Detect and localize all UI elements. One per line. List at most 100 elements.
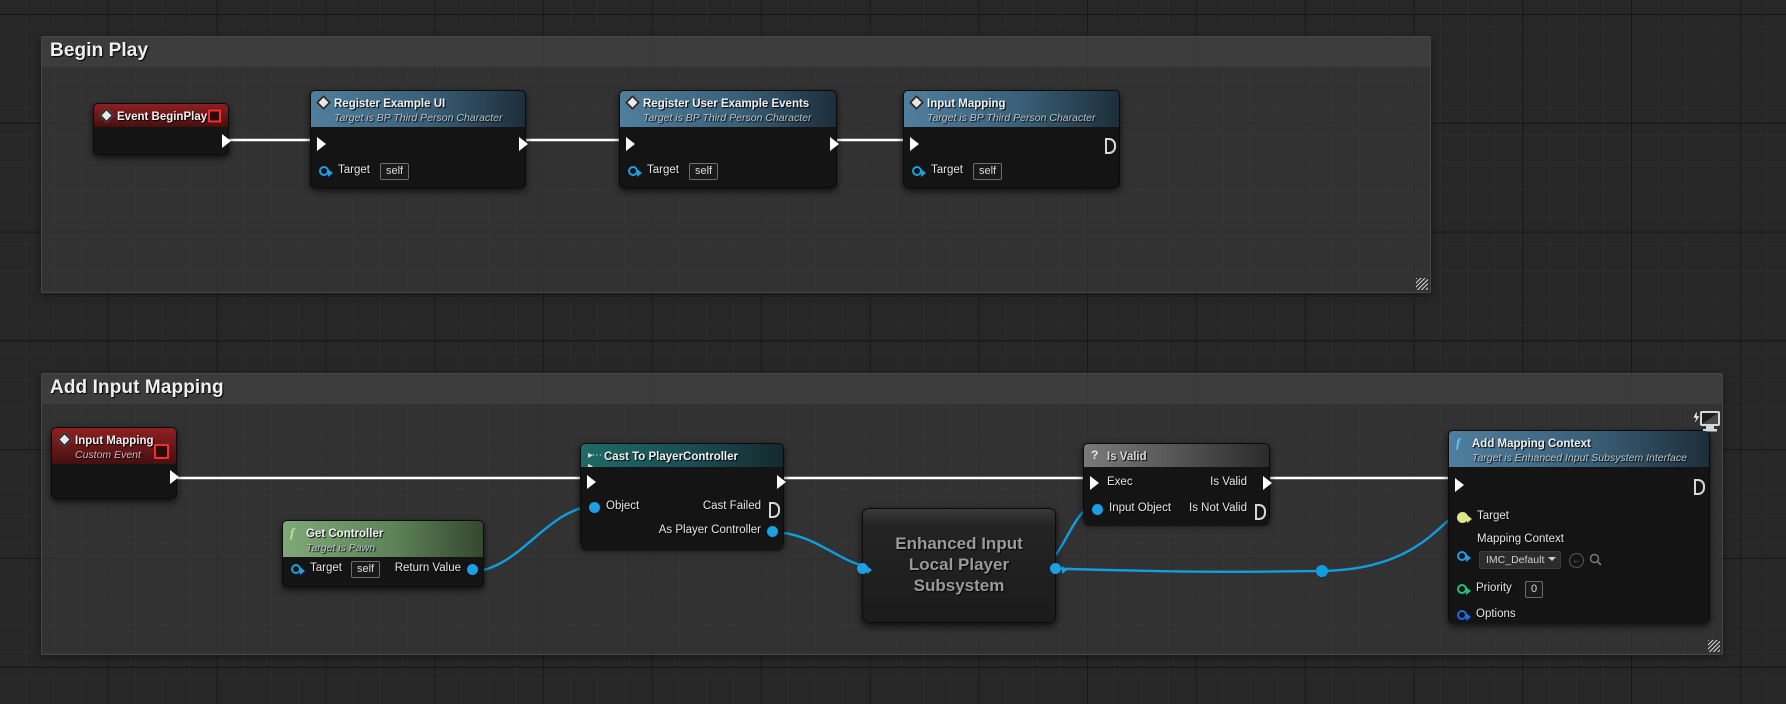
target-value-field[interactable]: self [973, 163, 1003, 180]
cast-failed-output-pin[interactable] [769, 502, 780, 518]
node-is-valid[interactable]: ?Is Valid Exec Is Valid Input Object Is … [1083, 443, 1273, 526]
node-header[interactable]: ?Is Valid [1084, 444, 1269, 467]
target-value-field[interactable]: self [351, 561, 381, 578]
pin-label-mapping-context: Mapping Context [1477, 533, 1564, 545]
breakpoint-stop-icon[interactable] [208, 109, 221, 122]
target-value-field[interactable]: self [689, 163, 719, 180]
comment-box-begin-play[interactable]: Begin Play [41, 36, 1431, 293]
node-enhanced-input-local-player-subsystem[interactable]: Enhanced Input Local Player Subsystem [857, 508, 1067, 623]
exec-output-pin[interactable] [222, 134, 232, 148]
return-value-output-pin[interactable] [467, 564, 478, 575]
node-body [52, 464, 179, 492]
mapping-context-value: IMC_Default [1486, 554, 1545, 566]
question-mark-icon: ? [1091, 448, 1099, 462]
node-subtitle: Target is BP Third Person Character [334, 112, 503, 124]
node-input-mapping-call[interactable]: Input Mapping Target is BP Third Person … [903, 90, 1120, 188]
node-body: Target Mapping Context IMC_Default ← [1449, 467, 1709, 623]
exec-input-pin[interactable] [1090, 476, 1100, 490]
node-body: Target self Return Value [283, 557, 483, 583]
node-header[interactable]: Event BeginPlay [94, 104, 228, 127]
comment-resize-grip[interactable] [1416, 278, 1428, 290]
pin-label-is-valid: Is Valid [1210, 476, 1247, 488]
node-register-example-ui[interactable]: Register Example UI Target is BP Third P… [310, 90, 528, 188]
node-header[interactable]: ▸⋯▸Cast To PlayerController [581, 444, 783, 472]
browse-back-button[interactable]: ← [1569, 553, 1584, 568]
event-diamond-icon [624, 94, 641, 111]
node-input-mapping-custom-event[interactable]: Input Mapping Custom Event [51, 427, 179, 499]
comment-titlebar[interactable] [42, 37, 1430, 67]
pin-label-object: Object [606, 500, 640, 512]
node-header[interactable]: Register User Example Events Target is B… [620, 91, 836, 127]
mapping-context-select[interactable]: IMC_Default [1479, 551, 1561, 569]
event-diamond-icon [56, 431, 73, 448]
cast-arrow-icon: ▸⋯▸ [588, 450, 602, 472]
exec-input-pin[interactable] [626, 137, 636, 151]
node-header[interactable]: Input Mapping Target is BP Third Person … [904, 91, 1119, 127]
subsystem-input-pin[interactable] [857, 563, 868, 574]
node-cast-to-player-controller[interactable]: ▸⋯▸Cast To PlayerController Object Cast … [580, 443, 787, 551]
event-diamond-icon [908, 94, 925, 111]
node-body: Target self [311, 127, 528, 186]
as-player-controller-output-pin[interactable] [767, 526, 778, 537]
function-f-icon: f [1456, 435, 1461, 450]
node-title: Enhanced Input Local Player Subsystem [895, 534, 1023, 595]
comment-titlebar[interactable] [42, 374, 1722, 404]
node-title: Get Controller [306, 528, 384, 540]
node-header[interactable]: Register Example UI Target is BP Third P… [311, 91, 525, 127]
node-subtitle: Target is BP Third Person Character [927, 112, 1096, 124]
target-input-pin[interactable] [1457, 512, 1468, 523]
chevron-down-icon [1548, 557, 1556, 561]
node-header[interactable]: Input Mapping Custom Event [52, 428, 176, 464]
node-subtitle: Target is Pawn [306, 542, 376, 554]
exec-output-pin[interactable] [777, 475, 787, 489]
comment-title: Add Input Mapping [50, 377, 224, 398]
pin-label-target: Target [1477, 510, 1509, 522]
target-value-field[interactable]: self [380, 163, 410, 180]
node-subtitle: Target is BP Third Person Character [643, 112, 812, 124]
exec-output-pin[interactable] [830, 137, 840, 151]
node-title: Register User Example Events [643, 98, 810, 110]
pin-label-priority: Priority [1476, 582, 1512, 594]
node-body: Target self [620, 127, 839, 186]
pin-label-cast-failed: Cast Failed [702, 500, 761, 512]
node-body: Target self [904, 127, 1119, 186]
node-subtitle: Custom Event [75, 449, 141, 461]
comment-title: Begin Play [50, 40, 149, 61]
input-object-pin[interactable] [1092, 504, 1103, 515]
node-title: Event BeginPlay [117, 111, 208, 123]
node-register-user-example-events[interactable]: Register User Example Events Target is B… [619, 90, 839, 188]
node-event-begin-play[interactable]: Event BeginPlay [93, 103, 232, 155]
node-title: Input Mapping [75, 435, 154, 447]
comment-resize-grip[interactable] [1708, 640, 1720, 652]
exec-output-pin[interactable] [1105, 138, 1116, 154]
pin-label-is-not-valid: Is Not Valid [1189, 502, 1247, 514]
exec-input-pin[interactable] [317, 137, 327, 151]
exec-output-pin[interactable] [519, 137, 529, 151]
exec-input-pin[interactable] [1455, 478, 1465, 492]
pin-label-target: Target [931, 164, 963, 176]
pin-label-return-value: Return Value [394, 562, 461, 574]
search-icon[interactable] [1589, 553, 1602, 566]
object-input-pin[interactable] [589, 502, 600, 513]
client-only-monitor-icon [1691, 409, 1721, 435]
node-subtitle: Target is Enhanced Input Subsystem Inter… [1472, 452, 1687, 464]
exec-input-pin[interactable] [910, 137, 920, 151]
exec-input-pin[interactable] [587, 475, 597, 489]
breakpoint-stop-icon[interactable] [154, 444, 169, 459]
exec-output-pin[interactable] [170, 470, 180, 484]
pin-label-input-object: Input Object [1109, 502, 1172, 514]
pin-label-target: Target [647, 164, 679, 176]
pin-label-as-player-controller: As Player Controller [658, 524, 761, 536]
is-not-valid-output-pin[interactable] [1255, 504, 1266, 520]
subsystem-output-pin[interactable] [1050, 563, 1061, 574]
exec-output-pin[interactable] [1694, 479, 1705, 495]
pin-label-options: Options [1476, 608, 1516, 620]
priority-value-field[interactable]: 0 [1525, 581, 1544, 598]
node-title: Register Example UI [334, 98, 446, 110]
is-valid-output-pin[interactable] [1263, 476, 1273, 490]
